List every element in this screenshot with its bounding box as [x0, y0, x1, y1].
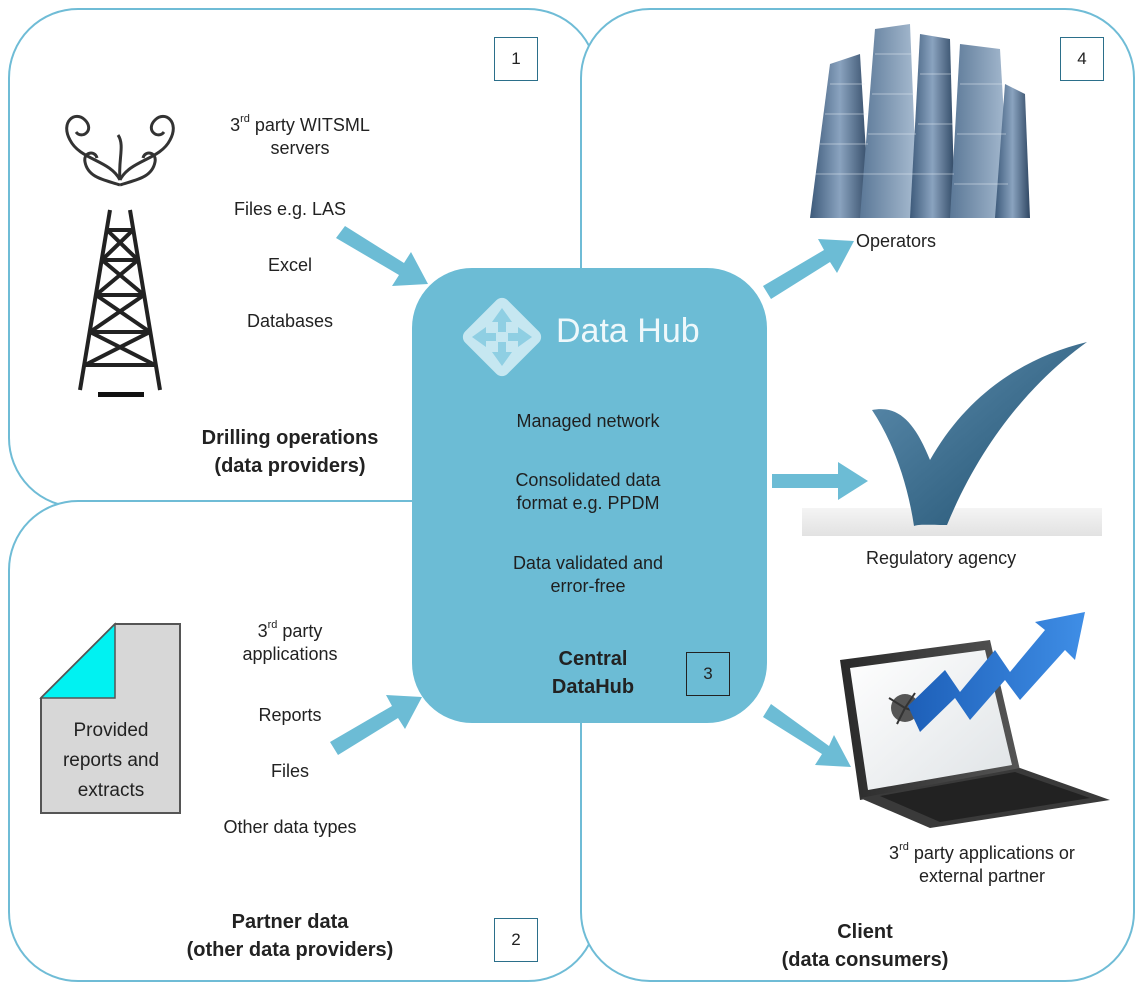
source-reports: Reports [258, 705, 322, 725]
source-third-party-applications: 3rd party applications [200, 620, 380, 666]
central-datahub-title: Central DataHub [508, 645, 678, 701]
text: (data consumers) [781, 949, 949, 971]
text: party WITSML [249, 115, 370, 135]
arrow-drilling-to-hub [336, 226, 428, 286]
data-hub-logo-icon [462, 297, 542, 377]
text: party applications or [908, 843, 1075, 863]
hub-managed-network: Managed network [516, 411, 660, 431]
text: Provided [73, 720, 149, 741]
consumer-regulatory-agency: Regulatory agency [866, 548, 1017, 568]
step-badge-2: 2 [494, 918, 538, 962]
superscript: rd [240, 113, 250, 125]
source-witsml-servers: 3rd party WITSML servers [200, 114, 400, 160]
arrow-hub-to-regulatory [772, 462, 868, 500]
text: 3 [257, 621, 268, 641]
step-badge-4: 4 [1060, 37, 1104, 81]
badge-label: 4 [1077, 49, 1087, 68]
partner-data-title: Partner data (other data providers) [160, 908, 420, 964]
source-databases: Databases [246, 311, 334, 331]
text: (other data providers) [186, 939, 394, 961]
hub-consolidated-format: Consolidated data format e.g. PPDM [468, 469, 708, 515]
arrow-hub-to-operators [763, 239, 854, 299]
text: external partner [918, 866, 1046, 886]
superscript: rd [899, 841, 909, 853]
text: Drilling operations [201, 427, 379, 449]
text: Consolidated data [515, 470, 661, 490]
office-buildings-icon [810, 24, 1030, 218]
document-icon: Provided reports and extracts [35, 618, 185, 818]
badge-label: 3 [703, 664, 713, 683]
text: Client [837, 921, 893, 943]
step-badge-1: 1 [494, 37, 538, 81]
text: (data providers) [214, 455, 366, 477]
consumer-operators: Operators [856, 231, 937, 251]
text: 3 [230, 115, 241, 135]
badge-label: 1 [511, 49, 521, 68]
text: error-free [550, 576, 626, 596]
source-excel: Excel [267, 255, 312, 275]
text: 3 [889, 843, 900, 863]
arrow-partner-to-hub [330, 695, 422, 755]
text: format e.g. PPDM [516, 493, 660, 513]
superscript: rd [267, 619, 278, 631]
client-title: Client (data consumers) [750, 918, 980, 974]
text: reports and [62, 750, 160, 771]
arrow-hub-to-client [763, 704, 851, 767]
drilling-rig-icon [65, 114, 175, 397]
text: party [277, 621, 323, 641]
data-hub-logo-text: Data Hub [556, 312, 700, 350]
step-badge-3: 3 [686, 652, 730, 696]
text: Data validated and [512, 553, 664, 573]
laptop-growth-icon [840, 612, 1110, 828]
text: Partner data [231, 911, 349, 933]
text: Central [558, 648, 628, 670]
checkmark-icon [802, 342, 1102, 536]
consumer-third-party-applications: 3rd party applications or external partn… [852, 842, 1112, 888]
hub-data-validated: Data validated and error-free [468, 552, 708, 598]
text: extracts [77, 780, 145, 801]
drilling-operations-title: Drilling operations (data providers) [180, 424, 400, 480]
text: applications [242, 644, 338, 664]
text: servers [270, 138, 330, 158]
source-files: Files [270, 761, 309, 781]
badge-label: 2 [511, 930, 521, 949]
source-files-las: Files e.g. LAS [233, 199, 347, 219]
source-other-data-types: Other data types [223, 817, 357, 837]
text: DataHub [551, 676, 635, 698]
